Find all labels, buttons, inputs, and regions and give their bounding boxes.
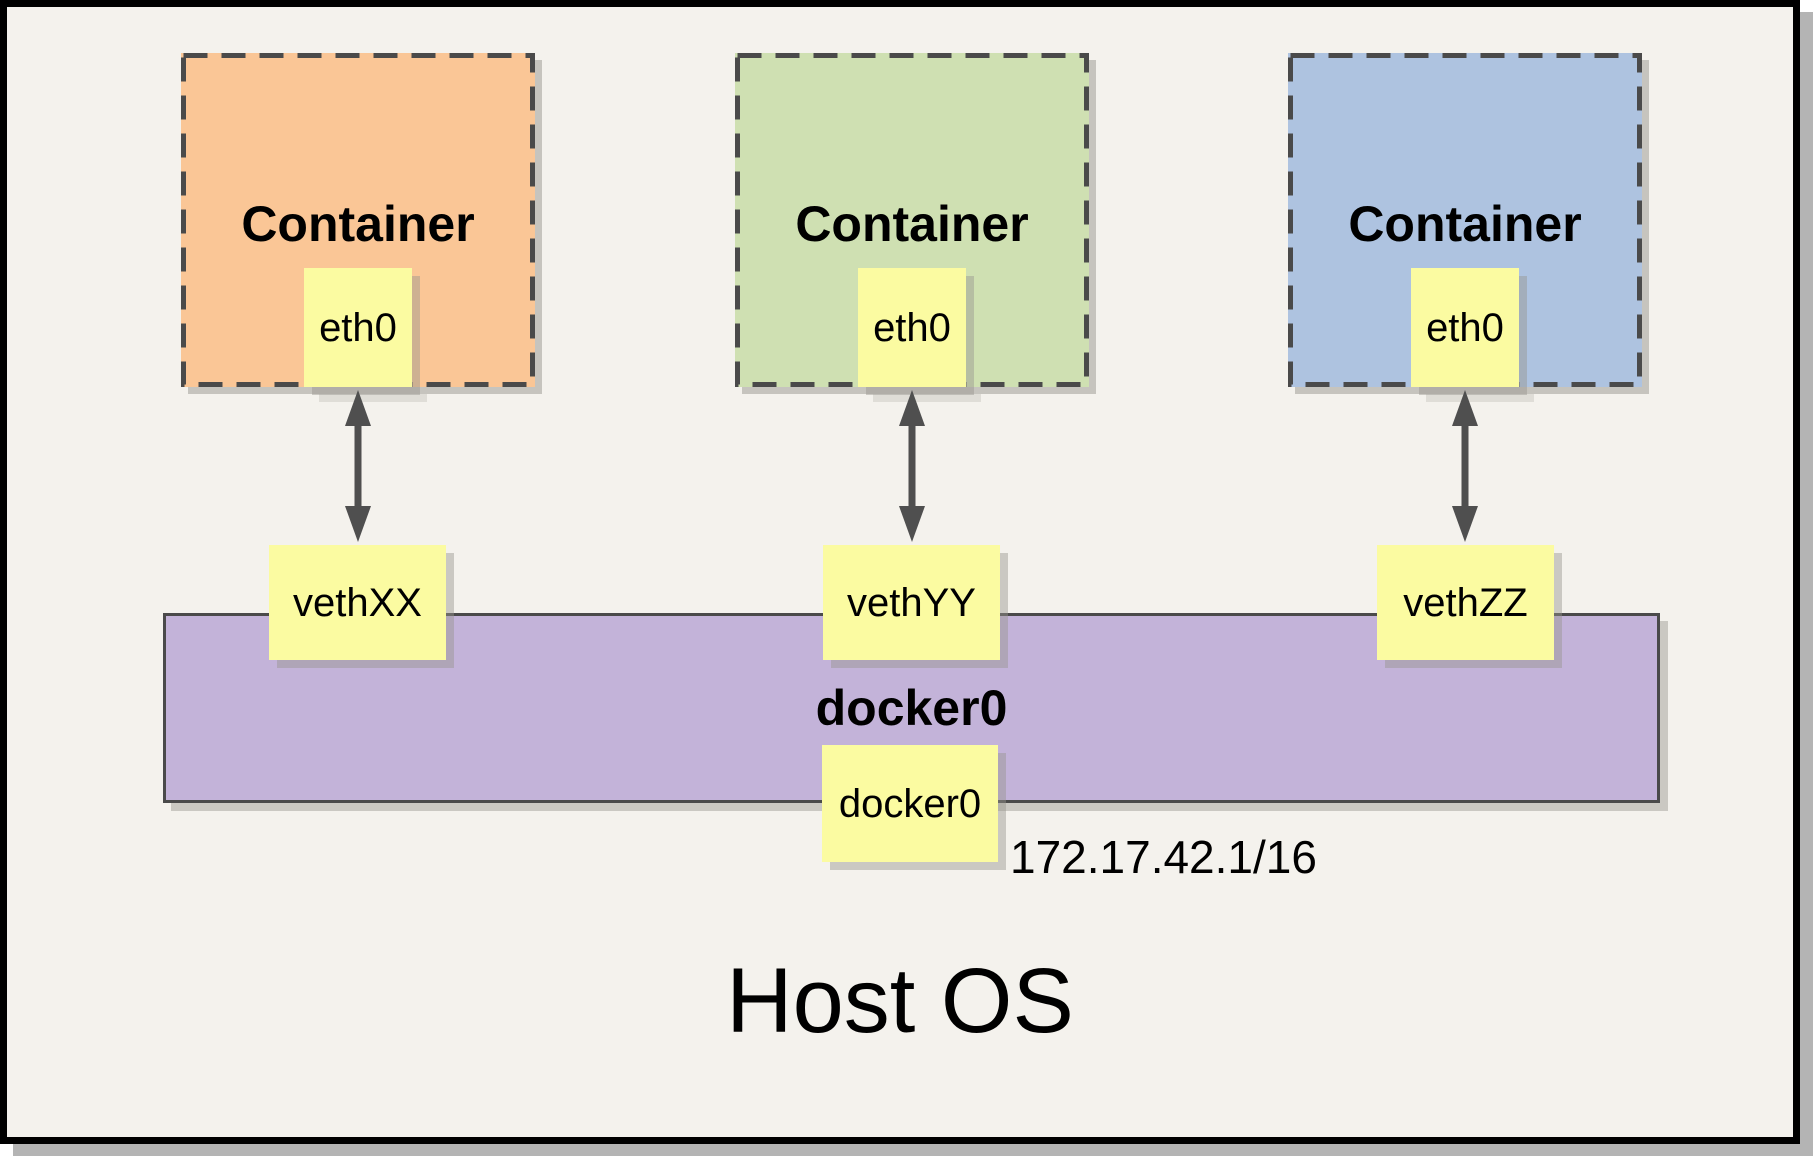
host-os-label: Host OS (726, 950, 1074, 1052)
eth0-interface-box: eth0 (1411, 268, 1519, 387)
container-box-3: Container eth0 (1288, 53, 1642, 387)
double-arrow-icon (899, 390, 925, 542)
double-arrow-icon (345, 390, 371, 542)
bridge-title: docker0 (815, 680, 1008, 736)
veth-interface-box: vethXX (269, 545, 446, 660)
container-box-2: Container eth0 (735, 53, 1089, 387)
veth-interface-box: vethYY (823, 545, 1000, 660)
container-title: Container (1348, 196, 1582, 252)
container-box-1: Container eth0 (181, 53, 535, 387)
double-arrow-icon (1452, 390, 1478, 542)
eth0-interface-box: eth0 (858, 268, 966, 387)
container-title: Container (795, 196, 1029, 252)
eth0-interface-box: eth0 (304, 268, 412, 387)
veth-interface-box: vethZZ (1377, 545, 1554, 660)
container-title: Container (241, 196, 475, 252)
bridge-ip-label: 172.17.42.1/16 (1010, 831, 1317, 883)
docker0-interface-box: docker0 (822, 745, 998, 862)
